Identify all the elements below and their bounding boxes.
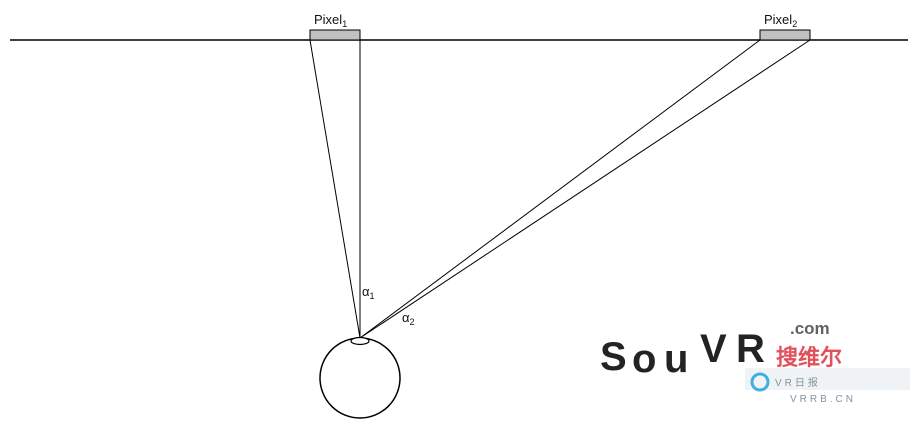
pixel-1-rect (309, 29, 361, 41)
watermark-sub-cn: VR日报 (775, 376, 821, 389)
watermark-target-icon (750, 372, 770, 392)
eye-ball (319, 337, 401, 419)
watermark-logo-o: o (632, 337, 656, 381)
watermark-logo-r: R (736, 327, 765, 371)
angle-1-label: α1 (362, 284, 375, 301)
watermark-domain: .com (790, 319, 830, 338)
sight-line-pixel2-right (359, 39, 811, 339)
angle-2-label: α2 (402, 310, 415, 327)
souvr-watermark: S o u V R .com 搜维尔 VR日报 VRRB.CN (600, 319, 910, 405)
sight-line-pixel1-left (309, 39, 361, 339)
watermark-sub-band (745, 368, 910, 390)
pixel-2-rect (759, 29, 811, 41)
watermark-logo-u: u (664, 337, 688, 381)
watermark-cn-name: 搜维尔 (776, 345, 842, 370)
watermark-logo-s: S (600, 335, 627, 379)
pixel-2-label: Pixel2 (764, 12, 797, 29)
eye-pupil (350, 336, 370, 346)
sight-line-pixel2-left (359, 39, 761, 339)
watermark-logo-v: V (700, 327, 727, 371)
pixel-1-label: Pixel1 (314, 12, 347, 29)
watermark-sub-url: VRRB.CN (790, 394, 856, 405)
